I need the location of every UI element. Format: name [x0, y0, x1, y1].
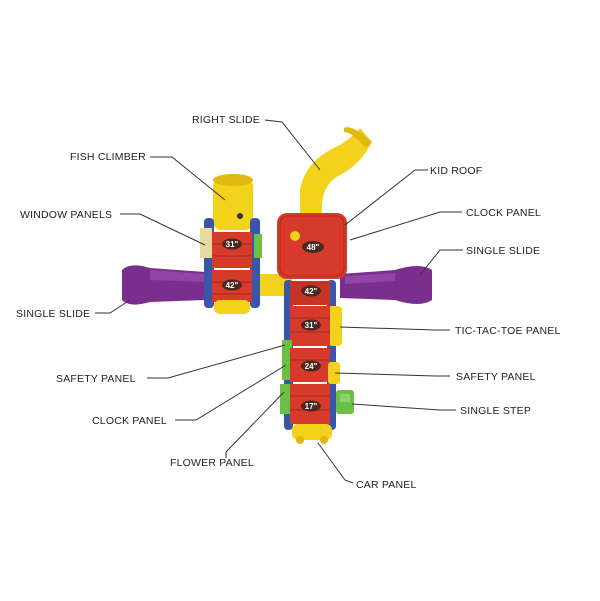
- safety-panel-left-shape: [282, 340, 292, 380]
- bridge-connector: [252, 274, 292, 296]
- label-right-slide: RIGHT SLIDE: [192, 114, 260, 126]
- single-slide-right-shape: [340, 266, 432, 304]
- center-tower: 48" 42" 31" 24" 17": [277, 213, 354, 444]
- right-slide-shape: [300, 127, 372, 215]
- window-panels-shape: [200, 228, 212, 258]
- label-single-step: SINGLE STEP: [460, 405, 531, 417]
- label-single-slide-left: SINGLE SLIDE: [16, 308, 90, 320]
- flower-panel-shape: [280, 384, 290, 414]
- height-badge: 48": [307, 243, 320, 252]
- label-fish-climber: FISH CLIMBER: [70, 151, 146, 163]
- label-window-panels: WINDOW PANELS: [20, 209, 112, 221]
- label-single-slide-right: SINGLE SLIDE: [466, 245, 540, 257]
- labels: RIGHT SLIDE FISH CLIMBER KID ROOF CLOCK …: [16, 114, 561, 491]
- tic-tac-toe-panel-shape: [328, 306, 342, 346]
- height-badge: 42": [305, 287, 318, 296]
- label-car-panel: CAR PANEL: [356, 479, 417, 491]
- height-badge: 31": [305, 321, 318, 330]
- label-clock-panel-left: CLOCK PANEL: [92, 415, 167, 427]
- left-tower: 31" 42": [200, 174, 262, 314]
- label-flower-panel: FLOWER PANEL: [170, 457, 254, 469]
- single-slide-left-shape: [122, 265, 205, 305]
- height-badge: 17": [305, 402, 318, 411]
- height-badge: 31": [226, 240, 239, 249]
- label-tic-tac-toe-panel: TIC-TAC-TOE PANEL: [455, 325, 561, 337]
- label-safety-panel-right: SAFETY PANEL: [456, 371, 536, 383]
- label-kid-roof: KID ROOF: [430, 165, 482, 177]
- height-badge: 24": [305, 362, 318, 371]
- leader-lines: [95, 119, 463, 484]
- fish-climber-shape: [213, 178, 253, 230]
- label-safety-panel-left: SAFETY PANEL: [56, 373, 136, 385]
- label-clock-panel-right: CLOCK PANEL: [466, 207, 541, 219]
- safety-panel-right-shape: [328, 362, 340, 384]
- car-panel-shape: [292, 424, 332, 440]
- height-badge: 42": [226, 281, 239, 290]
